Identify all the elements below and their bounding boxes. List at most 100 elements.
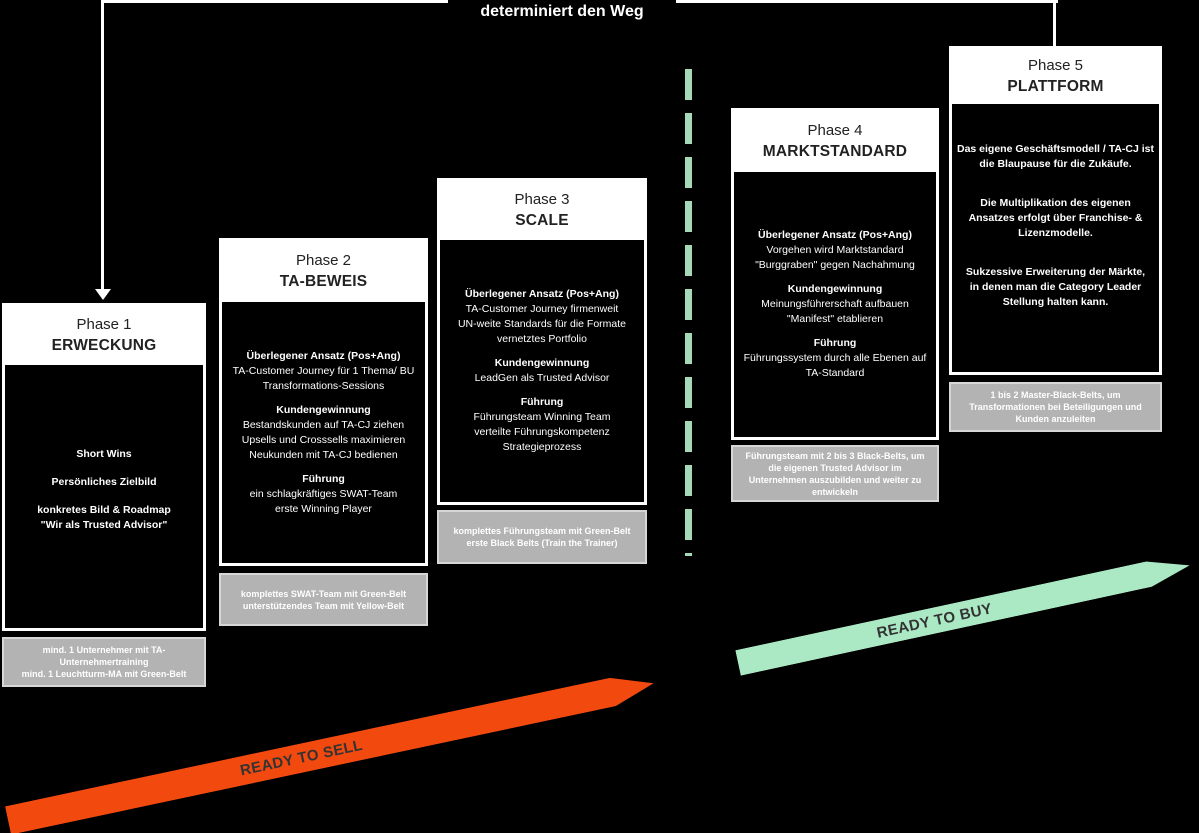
footnote-line: mind. 1 Unternehmer mit TA-Unternehmertr… xyxy=(42,645,166,667)
ready-to-sell-label: READY TO SELL xyxy=(238,736,365,780)
phase-text-line: Ansatzes erfolgt über Franchise- & xyxy=(968,212,1143,224)
phase-body: Das eigene Geschäftsmodell / TA-CJ ist di… xyxy=(952,104,1159,372)
phase-text-line: Transformations-Sessions xyxy=(262,379,385,392)
phase-name: ERWECKUNG xyxy=(51,337,157,354)
footnote-line: mind. 1 Leuchtturm-MA mit Green-Belt xyxy=(21,669,187,679)
phase-text-line: Upsells und Crosssells maximieren xyxy=(241,433,406,446)
phase-text-group: Sukzessive Erweiterung der Märkte, in den… xyxy=(966,265,1145,310)
phase-text-line: Führung xyxy=(302,472,345,485)
phase-box: Phase 2 TA-BEWEIS Überlegener Ansatz (Po… xyxy=(219,238,428,566)
phase-text-line: erste Winning Player xyxy=(275,502,372,515)
ready-to-sell-arrow: READY TO SELL xyxy=(5,669,657,833)
footnote-line: komplettes SWAT-Team mit Green-Belt xyxy=(240,588,407,599)
phase-text-line: ein schlagkräftiges SWAT-Team xyxy=(249,487,398,500)
phase-divider-dashed xyxy=(685,69,692,556)
phase-name: MARKTSTANDARD xyxy=(762,143,908,160)
footnote-line: komplettes Führungsteam mit Green-Belt xyxy=(453,526,631,536)
phase-footnote: Führungsteam mit 2 bis 3 Black-Belts, um… xyxy=(731,445,939,502)
phase-text-line: Führung xyxy=(520,396,564,408)
phase-header: Phase 2 TA-BEWEIS xyxy=(222,241,425,302)
phase-footnote: komplettes Führungsteam mit Green-Belt er… xyxy=(437,510,647,564)
phase-footnote: mind. 1 Unternehmer mit TA-Unternehmertr… xyxy=(2,637,206,687)
ready-to-buy-label: READY TO BUY xyxy=(875,599,994,642)
arrow-down-icon xyxy=(95,289,111,300)
phase-3-column: Phase 3 SCALE Überlegener Ansatz (Pos+An… xyxy=(437,178,647,564)
phase-label: Phase 2 xyxy=(295,252,352,269)
phase-2-column: Phase 2 TA-BEWEIS Überlegener Ansatz (Po… xyxy=(219,238,428,626)
phase-text-line: Neukunden mit TA-CJ bedienen xyxy=(249,448,398,461)
phase-label: Phase 5 xyxy=(1027,57,1084,74)
phase-text-line: Vorgehen wird Marktstandard xyxy=(766,244,904,256)
footnote-line: unterstützendes Team mit Yellow-Belt xyxy=(242,600,405,611)
phase-header: Phase 5 PLATTFORM xyxy=(952,49,1159,104)
phase-text-line: Die Multiplikation des eigenen xyxy=(980,197,1131,209)
phase-text-line: "Wir als Trusted Advisor" xyxy=(40,519,168,531)
phase-text-group: Überlegener Ansatz (Pos+Ang) TA-Customer … xyxy=(233,349,415,394)
phase-header: Phase 3 SCALE xyxy=(440,181,644,240)
phase-text-group: Persönliches Zielbild xyxy=(51,475,156,490)
phase-header: Phase 1 ERWECKUNG xyxy=(5,306,203,365)
phase-4-column: Phase 4 MARKTSTANDARD Überlegener Ansatz… xyxy=(731,108,939,502)
phase-text-line: Führung xyxy=(813,337,857,349)
phase-text-line: Bestandskunden auf TA-CJ ziehen xyxy=(242,418,405,431)
phase-text-line: Überlegener Ansatz (Pos+Ang) xyxy=(246,349,401,362)
phase-label: Phase 1 xyxy=(76,316,132,333)
bracket-line-top-right xyxy=(676,0,1058,3)
footnote-line: erste Black Belts (Train the Trainer) xyxy=(466,538,618,548)
phase-text-line: Stellung halten kann. xyxy=(1002,296,1109,308)
phase-text-line: die Blaupause für die Zukäufe. xyxy=(979,158,1132,170)
phase-text-line: Überlegener Ansatz (Pos+Ang) xyxy=(465,288,619,300)
ready-to-buy-arrow: READY TO BUY xyxy=(735,553,1192,676)
phase-text-group: Führung ein schlagkräftiges SWAT-Team erst… xyxy=(250,472,398,517)
phase-box: Phase 4 MARKTSTANDARD Überlegener Ansatz… xyxy=(731,108,939,440)
phase-text-line: TA-Customer Journey für 1 Thema/ BU xyxy=(232,364,415,377)
phase-text-line: LeadGen als Trusted Advisor xyxy=(474,372,610,384)
phase-box: Phase 3 SCALE Überlegener Ansatz (Pos+An… xyxy=(437,178,647,505)
phase-text-line: Führungsteam Winning Team xyxy=(473,411,611,423)
phase-text-line: "Manifest" etablieren xyxy=(786,313,884,325)
phase-text-line: konkretes Bild & Roadmap xyxy=(37,504,171,516)
phase-text-line: Überlegener Ansatz (Pos+Ang) xyxy=(758,229,912,241)
phase-text-line: in denen man die Category Leader xyxy=(969,281,1142,293)
phase-text-line: Strategieprozess xyxy=(502,441,582,453)
phase-text-line: Kundengewinnung xyxy=(787,283,883,295)
phase-body: Überlegener Ansatz (Pos+Ang)TA-Customer … xyxy=(440,240,644,502)
diagram-title: determiniert den Weg xyxy=(480,3,644,20)
bracket-line-left xyxy=(101,0,104,290)
phase-5-column: Phase 5 PLATTFORM Das eigene Geschäftsmo… xyxy=(949,46,1162,432)
phase-text-line: TA-Standard xyxy=(805,367,865,379)
bracket-line-right xyxy=(1053,0,1056,46)
phase-body: Überlegener Ansatz (Pos+Ang) TA-Customer … xyxy=(222,302,425,563)
phase-text-group: Überlegener Ansatz (Pos+Ang) Vorgehen wir… xyxy=(755,228,915,273)
phase-text-line: Das eigene Geschäftsmodell / TA-CJ ist xyxy=(956,143,1155,155)
footnote-line: 1 bis 2 Master-Black-Belts, um Transform… xyxy=(969,390,1142,424)
phase-text-group: Überlegener Ansatz (Pos+Ang)TA-Customer … xyxy=(458,287,626,347)
phase-text-line: vernetztes Portfolio xyxy=(497,333,587,345)
phase-text-line: Führungssystem durch alle Ebenen auf xyxy=(743,352,927,364)
phase-header: Phase 4 MARKTSTANDARD xyxy=(734,111,936,172)
phase-text-line: UN-weite Standards für die Formate xyxy=(457,318,627,330)
phase-text-line: Sukzessive Erweiterung der Märkte, xyxy=(965,266,1146,278)
phase-text-group: konkretes Bild & Roadmap "Wir als Trusted… xyxy=(37,503,171,533)
phase-label: Phase 4 xyxy=(807,122,863,139)
phase-text-line: Short Wins xyxy=(76,448,132,460)
phase-body: Überlegener Ansatz (Pos+Ang) Vorgehen wir… xyxy=(734,172,936,437)
phase-text-group: Short Wins xyxy=(76,447,131,462)
phase-label: Phase 3 xyxy=(514,191,570,208)
bracket-line-top-left xyxy=(102,0,448,3)
phase-text-line: "Burggraben" gegen Nachahmung xyxy=(755,259,915,271)
phase-text-line: Persönliches Zielbild xyxy=(51,476,157,488)
phase-text-line: Kundengewinnung xyxy=(494,357,590,369)
phase-text-group: Das eigene Geschäftsmodell / TA-CJ ist di… xyxy=(957,142,1154,172)
footnote-line: Führungsteam mit 2 bis 3 Black-Belts, um… xyxy=(745,450,925,497)
